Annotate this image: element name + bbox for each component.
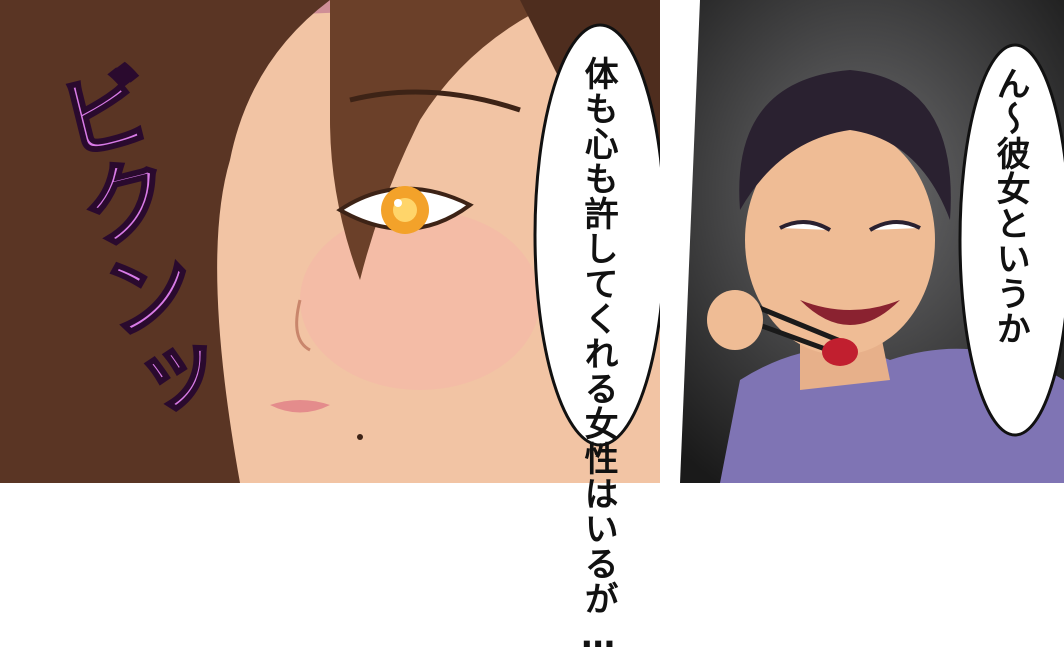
right-panel xyxy=(660,0,1064,483)
speech-bubble-left-text: 体も心も許してくれる女性はいるが… xyxy=(578,56,619,657)
woman-closeup-illustration xyxy=(0,0,690,483)
speech-bubble-right-text: ん〜彼女というか xyxy=(990,66,1031,346)
man-eating-illustration xyxy=(660,0,1064,483)
left-panel: ビクンッ xyxy=(0,0,690,483)
